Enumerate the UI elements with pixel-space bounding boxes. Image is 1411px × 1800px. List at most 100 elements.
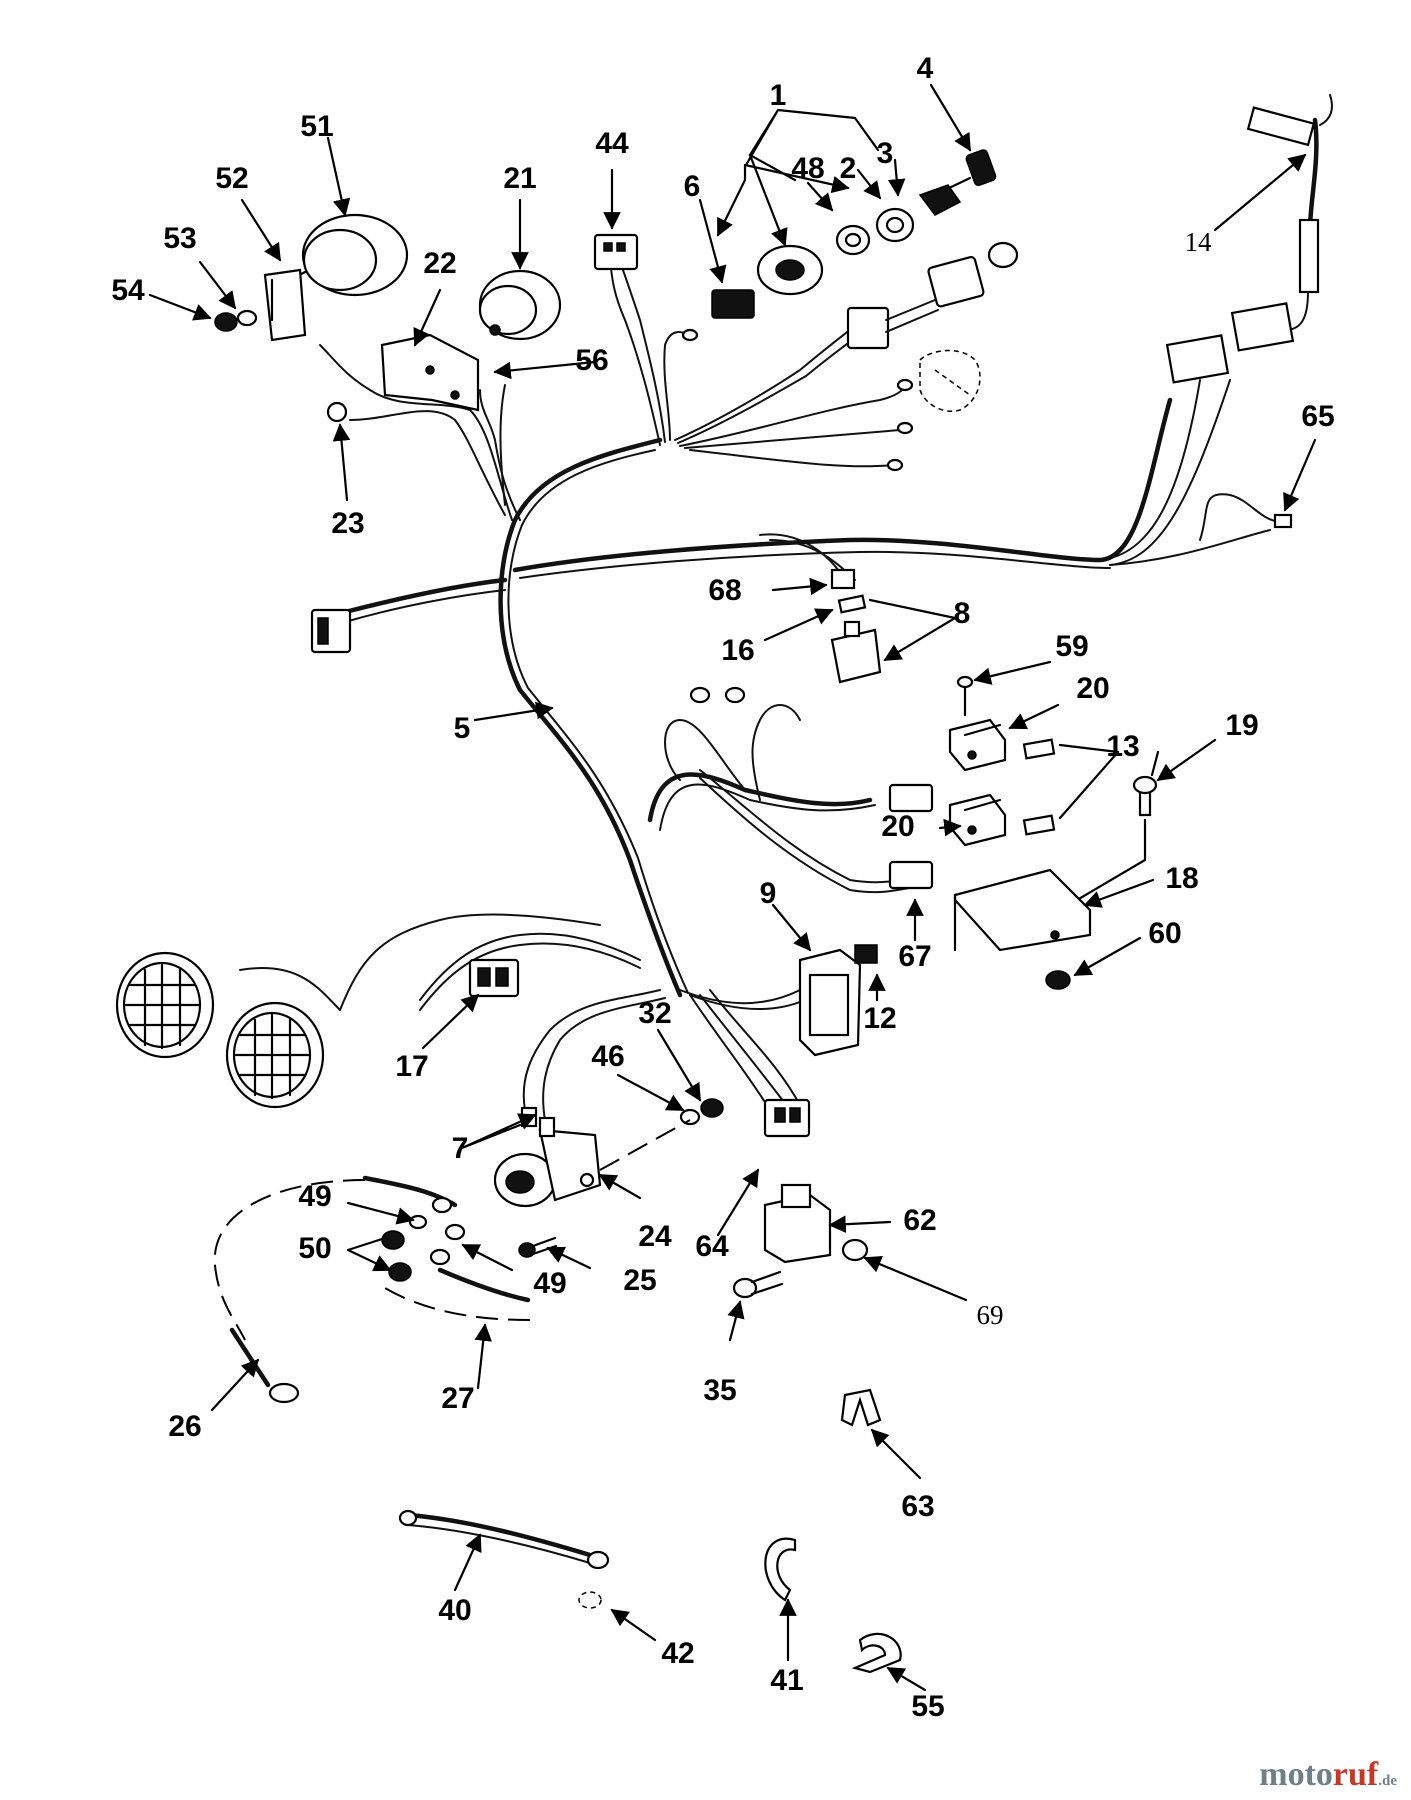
callout-20a: 20 — [1076, 672, 1109, 705]
callout-7: 7 — [452, 1132, 469, 1165]
clip-63 — [840, 1388, 882, 1427]
callout-64: 64 — [695, 1230, 729, 1263]
watermark-logo: motoruf.de — [1259, 1756, 1397, 1794]
pad-13-top — [1022, 738, 1056, 760]
callout-17: 17 — [395, 1050, 428, 1083]
module-14 — [1165, 94, 1333, 384]
watermark-part1: moto — [1259, 1756, 1333, 1793]
callout-26: 26 — [168, 1410, 201, 1443]
callout-1: 1 — [770, 79, 787, 112]
callout-24: 24 — [638, 1220, 672, 1253]
bracket-18 — [953, 868, 1092, 952]
terminal-65 — [1273, 513, 1293, 529]
callout-18: 18 — [1165, 862, 1198, 895]
callout-3: 3 — [877, 137, 894, 170]
callout-2a: 2 — [840, 152, 857, 185]
watermark-part2: ruf — [1332, 1756, 1379, 1793]
callout-8: 8 — [954, 597, 971, 630]
callout-41: 41 — [770, 1664, 803, 1697]
terminal-lug-7b — [538, 1116, 556, 1138]
callout-44: 44 — [595, 127, 629, 160]
nut-32 — [700, 1098, 724, 1118]
callout-19: 19 — [1225, 709, 1258, 742]
callout-25: 25 — [623, 1264, 656, 1297]
callout-9: 9 — [760, 877, 777, 910]
headlight-right — [225, 1001, 325, 1109]
callout-14: 14 — [1185, 227, 1213, 257]
callout-50: 50 — [298, 1232, 331, 1265]
watermark-part3: .de — [1378, 1773, 1397, 1789]
callout-32: 32 — [638, 997, 671, 1030]
starter-solenoid-24 — [493, 1128, 602, 1208]
callout-6: 6 — [684, 170, 701, 203]
connector-17 — [468, 958, 520, 998]
bolt-19 — [1132, 775, 1158, 817]
callout-42: 42 — [661, 1637, 694, 1670]
callout-23: 23 — [331, 507, 364, 540]
leader-lines — [148, 83, 1317, 1692]
callout-69: 69 — [977, 1300, 1004, 1330]
washer-53 — [236, 309, 258, 327]
gauge-51 — [280, 213, 409, 297]
ignition-switch — [756, 149, 997, 296]
callout-49a: 49 — [298, 1180, 331, 1213]
nut-50b — [388, 1262, 412, 1282]
bracket-52 — [263, 268, 307, 342]
nut-69 — [841, 1238, 869, 1262]
callout-63: 63 — [901, 1490, 934, 1523]
callout-55: 55 — [911, 1690, 944, 1723]
clip-41 — [764, 1537, 797, 1602]
nut-23 — [326, 401, 348, 423]
switch-8 — [830, 568, 882, 684]
callout-59: 59 — [1055, 630, 1088, 663]
callout-5: 5 — [454, 712, 471, 745]
nut-60 — [1045, 970, 1071, 990]
callout-67: 67 — [898, 940, 931, 973]
connector-44 — [593, 233, 639, 271]
bolt-35 — [732, 1270, 784, 1299]
clamp-55 — [851, 1632, 902, 1674]
connector-67-top — [888, 783, 934, 813]
callout-62: 62 — [903, 1204, 936, 1237]
callout-52: 52 — [215, 162, 248, 195]
ground-strap-40 — [398, 1509, 610, 1570]
callout-12: 12 — [863, 1002, 896, 1035]
callout-35: 35 — [703, 1374, 736, 1407]
connector-6 — [711, 289, 755, 319]
gauge-21 — [478, 269, 562, 341]
callout-22: 22 — [423, 247, 456, 280]
callout-13: 13 — [1106, 730, 1139, 763]
callout-48: 48 — [791, 152, 824, 185]
cables-26-27 — [213, 1175, 531, 1404]
callout-49b: 49 — [533, 1267, 566, 1300]
callout-54: 54 — [111, 274, 145, 307]
optional-switch-outline — [919, 349, 981, 412]
callout-56: 56 — [575, 344, 608, 377]
callout-21: 21 — [503, 162, 536, 195]
relay-62 — [763, 1183, 832, 1264]
washer-49 — [408, 1214, 428, 1230]
ring-terminals — [681, 328, 914, 704]
callout-20b: 20 — [881, 810, 914, 843]
bolt-25 — [518, 1236, 558, 1258]
connector-67-bottom — [888, 860, 934, 890]
callout-68: 68 — [708, 574, 741, 607]
callout-46: 46 — [591, 1040, 624, 1073]
connector-block-9 — [798, 944, 878, 1057]
screw-59 — [956, 675, 974, 717]
callout-16: 16 — [721, 634, 754, 667]
callout-53: 53 — [163, 222, 196, 255]
connector-64 — [763, 1098, 811, 1138]
callout-4: 4 — [917, 52, 934, 85]
callout-51: 51 — [300, 110, 333, 143]
callout-27: 27 — [441, 1382, 474, 1415]
harness-connector-left — [310, 608, 352, 654]
washer-46 — [679, 1108, 701, 1126]
nut-54 — [214, 312, 238, 332]
callout-65: 65 — [1301, 400, 1334, 433]
callout-60: 60 — [1148, 917, 1181, 950]
microswitch-20-bottom — [948, 793, 1007, 847]
lock-washer-42 — [578, 1591, 602, 1609]
light-switch-connector — [846, 241, 1019, 350]
